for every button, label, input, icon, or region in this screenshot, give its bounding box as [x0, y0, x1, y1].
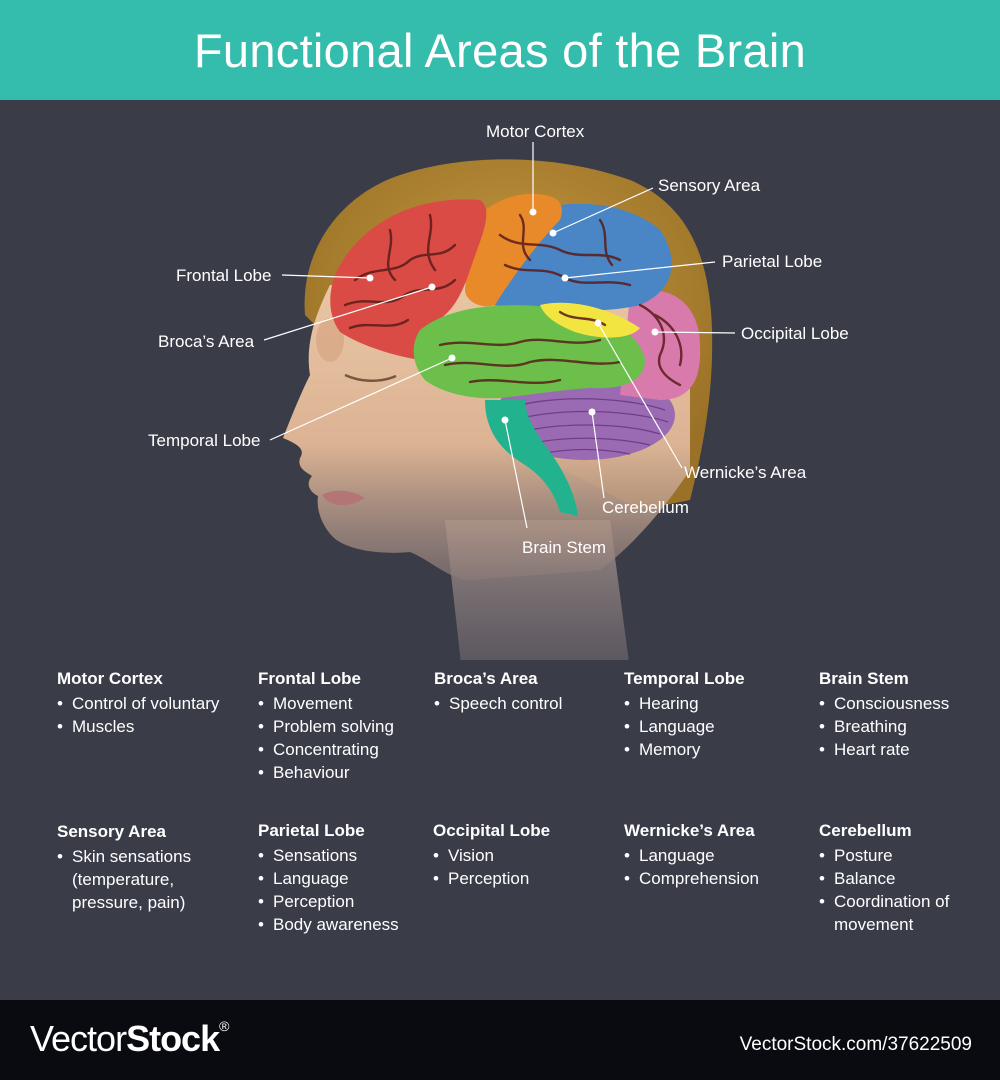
info-heading: Occipital Lobe [433, 821, 551, 840]
info-item: Body awareness [258, 913, 428, 936]
callout-cerebellum: Cerebellum [602, 498, 689, 517]
page-title: Functional Areas of the Brain [193, 23, 807, 77]
callout-frontal-lobe: Frontal Lobe [176, 266, 272, 285]
info-item: Problem solving [258, 715, 428, 738]
info-item: Language [624, 715, 804, 738]
callout-occipital-lobe: Occipital Lobe [741, 324, 849, 343]
registered-mark: ® [219, 1018, 229, 1034]
callout-wernickes-area: Wernicke’s Area [684, 463, 807, 482]
info-item: Perception [258, 890, 428, 913]
info-heading: Parietal Lobe [258, 821, 365, 840]
info-item: Language [624, 844, 804, 867]
brain-diagram: Motor Cortex Sensory Area Parietal Lobe … [0, 100, 1000, 660]
image-id: VectorStock.com/37622509 [739, 1034, 972, 1055]
logo-part-2: Stock [126, 1018, 220, 1059]
info-heading: Broca’s Area [434, 669, 538, 688]
info-item: Hearing [624, 692, 804, 715]
info-temporal-lobe: Temporal Lobe Hearing Language Memory [624, 669, 804, 761]
info-heading: Temporal Lobe [624, 669, 745, 688]
info-item: Speech control [434, 692, 614, 715]
info-heading: Motor Cortex [57, 669, 163, 688]
callout-brain-stem: Brain Stem [522, 538, 607, 557]
info-occipital-lobe: Occipital Lobe Vision Perception [433, 821, 613, 890]
info-heading: Brain Stem [819, 669, 909, 688]
logo-part-1: Vector [30, 1018, 127, 1059]
info-heading: Sensory Area [57, 822, 166, 841]
info-motor-cortex: Motor Cortex Control of voluntary Muscle… [57, 669, 247, 738]
info-parietal-lobe: Parietal Lobe Sensations Language Percep… [258, 821, 428, 936]
info-item: Vision [433, 844, 613, 867]
info-item: Breathing [819, 715, 989, 738]
callout-temporal-lobe: Temporal Lobe [148, 431, 261, 450]
callout-parietal-lobe: Parietal Lobe [722, 252, 823, 271]
info-item: Consciousness [819, 692, 989, 715]
ear [316, 318, 344, 362]
eye [344, 373, 397, 382]
vectorstock-logo: VectorStock® [30, 1018, 229, 1060]
info-item: Movement [258, 692, 428, 715]
info-item: Heart rate [819, 738, 989, 761]
info-heading: Wernicke’s Area [624, 821, 755, 840]
info-item: Comprehension [624, 867, 804, 890]
info-wernickes-area: Wernicke’s Area Language Comprehension [624, 821, 804, 890]
info-item: Language [258, 867, 428, 890]
info-item: Coordination of movement [819, 890, 969, 936]
info-item: Perception [433, 867, 613, 890]
lips [322, 490, 365, 506]
brain-stem-region [485, 400, 578, 516]
title-bar: Functional Areas of the Brain [0, 0, 1000, 100]
info-brain-stem: Brain Stem Consciousness Breathing Heart… [819, 669, 989, 761]
info-item: Memory [624, 738, 804, 761]
info-item: Concentrating [258, 738, 428, 761]
info-heading: Frontal Lobe [258, 669, 361, 688]
info-frontal-lobe: Frontal Lobe Movement Problem solving Co… [258, 669, 428, 784]
info-item: Balance [819, 867, 969, 890]
info-item: Sensations [258, 844, 428, 867]
callout-motor-cortex: Motor Cortex [486, 122, 585, 141]
head-illustration [263, 142, 736, 660]
info-heading: Cerebellum [819, 821, 912, 840]
info-item: Skin sensations (temperature, pressure, … [57, 845, 222, 914]
footer-bar: VectorStock® VectorStock.com/37622509 [0, 1000, 1000, 1080]
info-item: Control of voluntary [57, 692, 247, 715]
callout-brocas-area: Broca’s Area [158, 332, 255, 351]
info-cerebellum: Cerebellum Posture Balance Coordination … [819, 821, 969, 936]
info-item: Muscles [57, 715, 247, 738]
frontal-region [330, 199, 487, 360]
info-item: Posture [819, 844, 969, 867]
callout-sensory-area: Sensory Area [658, 176, 761, 195]
info-item: Behaviour [258, 761, 428, 784]
motor-cortex-region [465, 193, 562, 307]
info-brocas-area: Broca’s Area Speech control [434, 669, 614, 715]
info-sensory-area: Sensory Area Skin sensations (temperatur… [57, 822, 222, 914]
